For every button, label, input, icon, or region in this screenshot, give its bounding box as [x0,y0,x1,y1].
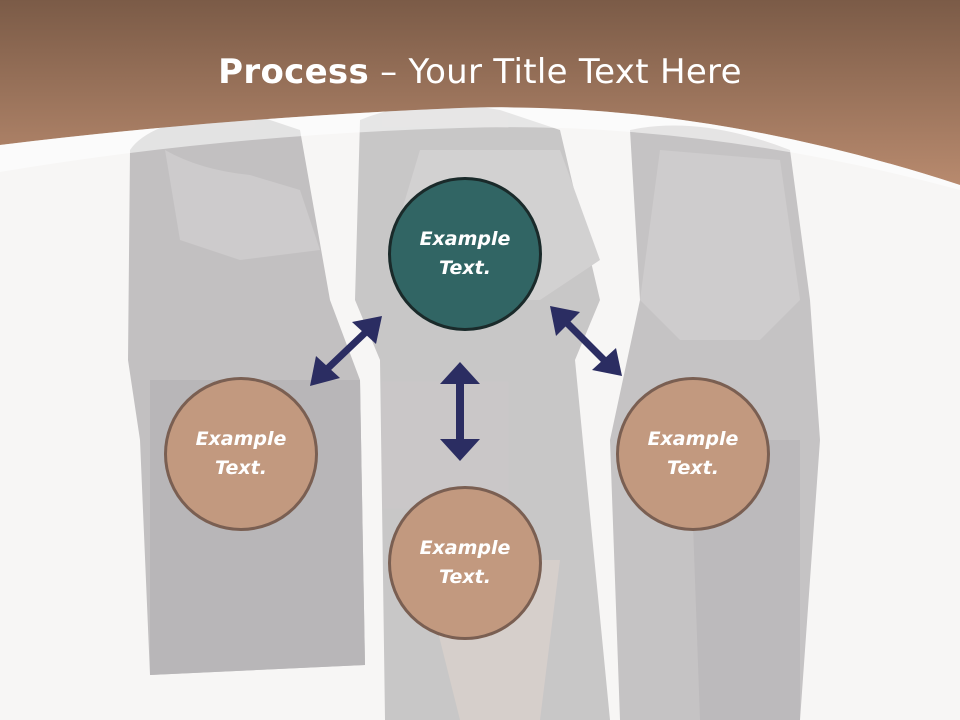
node-label-line1: Example [419,228,511,250]
node-label-line1: Example [647,428,739,450]
process-node-right[interactable]: Example Text. [616,377,770,531]
connector-arrows [310,306,622,461]
node-label-line2: Text. [439,566,491,588]
header-band [0,0,960,185]
process-node-bottom[interactable]: Example Text. [388,486,542,640]
title-bold: Process [218,52,370,92]
slide-title: Process – Your Title Text Here [0,52,960,92]
process-node-top[interactable]: Example Text. [388,177,542,331]
node-label-line2: Text. [439,257,491,279]
node-label-line1: Example [419,537,511,559]
header-swoosh [0,107,960,190]
process-node-left[interactable]: Example Text. [164,377,318,531]
node-label-line2: Text. [215,457,267,479]
node-label-line2: Text. [667,457,719,479]
title-rest: – Your Title Text Here [369,52,742,92]
node-label-line1: Example [195,428,287,450]
